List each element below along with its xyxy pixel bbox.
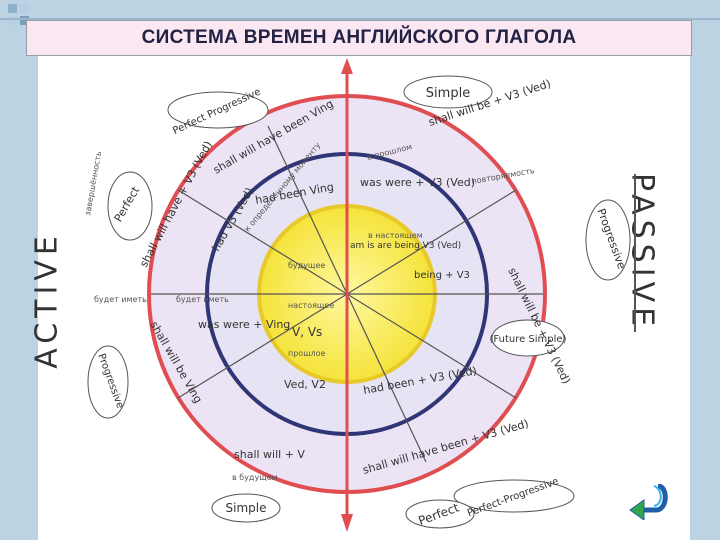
passive-label: PASSIVE (624, 172, 660, 332)
bubble-perfect-bottom (405, 499, 475, 529)
note-11: будущее (288, 261, 325, 270)
return-arrow-icon[interactable] (628, 483, 670, 521)
axis-arrow-icon (341, 58, 353, 74)
note-10: прошлое (288, 349, 326, 358)
formula-inner-15: am is are being V3 (Ved) (350, 241, 461, 251)
formula-inner-16: V, Vs (292, 325, 322, 339)
spokes (151, 125, 543, 463)
corner-decoration (0, 0, 40, 40)
note-2: будет иметь (94, 295, 147, 304)
tense-wheel-drawing: Simple Progressive (Future Simple) Perfe… (38, 56, 690, 540)
formula-mid-10: Ved, V2 (284, 378, 326, 391)
formula-mid-3: was were + V3 (Ved) (360, 176, 475, 189)
label-simple-bottom: Simple (226, 501, 267, 515)
slide-title: СИСТЕМА ВРЕМЕН АНГЛИЙСКОГО ГЛАГОЛА (141, 27, 577, 48)
formula-outer-12: shall will + V (234, 448, 305, 461)
label-simple-top: Simple (426, 86, 470, 101)
note-1: завершённость (83, 150, 103, 216)
formula-mid-14: being + V3 (414, 270, 470, 281)
title-bar: СИСТЕМА ВРЕМЕН АНГЛИЙСКОГО ГЛАГОЛА (26, 20, 692, 56)
bubble-future-simple (491, 319, 565, 357)
bubble-simple-top (403, 75, 493, 109)
tense-wheel: Simple Progressive (Future Simple) Perfe… (83, 58, 631, 532)
bubble-progressive-left (87, 345, 129, 419)
bubble-progressive-right (585, 199, 631, 281)
note-4: в будущем (232, 473, 278, 482)
bubble-perfect-progressive (453, 479, 575, 513)
note-3: будет иметь (176, 295, 229, 304)
note-9: настоящее (288, 301, 334, 310)
note-6: в настоящем (368, 231, 423, 240)
passive-underline (634, 174, 636, 332)
active-label: ACTIVE (29, 231, 65, 369)
header-rule (0, 18, 720, 20)
bubble-perfect-progressive-top (167, 91, 269, 129)
bubble-perfect-left (107, 171, 153, 241)
label-future-simple: (Future Simple) (490, 334, 567, 345)
formula-mid-8: was were + Ving (198, 318, 290, 331)
bubble-simple-bottom (211, 493, 281, 523)
axis-arrow-down-icon (341, 514, 353, 532)
